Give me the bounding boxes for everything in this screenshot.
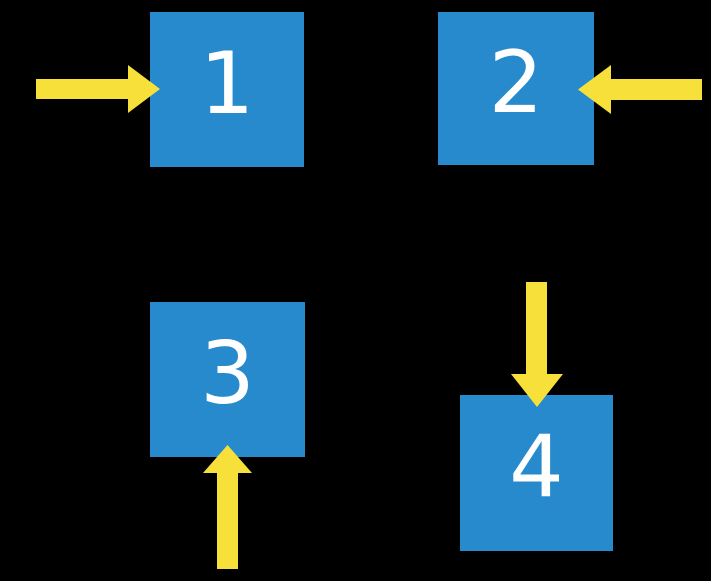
arrow-down-icon: [511, 282, 563, 407]
box-1: 1: [150, 12, 304, 167]
box-2-label: 2: [488, 32, 544, 133]
box-3-label: 3: [200, 323, 255, 424]
box-2: 2: [438, 12, 594, 165]
arrow-left-icon: [578, 65, 702, 114]
box-4-label: 4: [509, 417, 564, 517]
box-3: 3: [150, 302, 305, 457]
box-4: 4: [460, 395, 613, 551]
arrow-right-icon: [36, 65, 160, 113]
arrow-up-icon: [203, 445, 252, 569]
box-1-label: 1: [199, 33, 255, 134]
